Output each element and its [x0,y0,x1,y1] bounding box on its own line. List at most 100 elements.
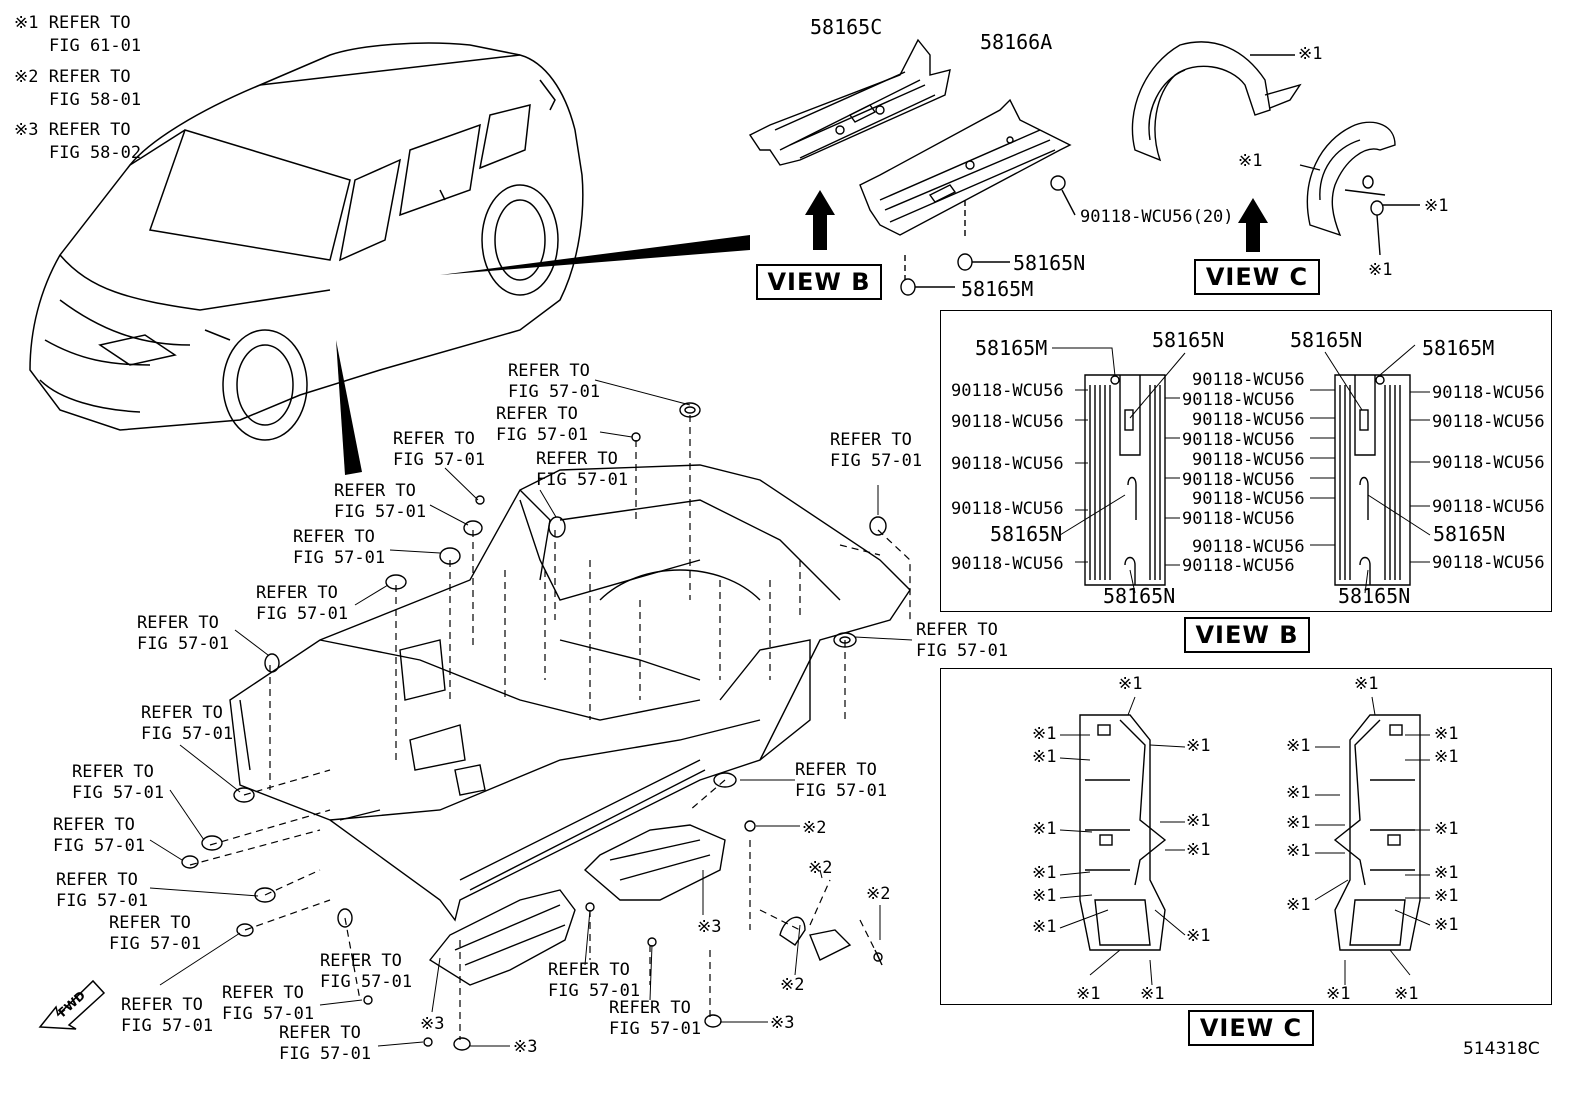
legend-fig-1: FIG 61-01 [49,36,142,56]
viewc-mark-r6: ※1 [1434,724,1459,744]
viewc-mark-r9: ※1 [1434,863,1459,883]
floor-mark-2a: ※2 [802,818,827,838]
ref-h-2: FIG 57-01 [137,634,230,654]
pointer-view-b [440,235,750,275]
ref-e-1: REFER TO [334,481,416,501]
ref-f-2: FIG 57-01 [293,548,386,568]
viewb-bolt-l2: 90118-WCU56 [951,412,1064,432]
floor-mark-3b: ※3 [420,1014,445,1034]
viewc-mark-r2: ※1 [1286,783,1311,803]
ref-p-2: FIG 57-01 [109,934,202,954]
viewb-bolt-c5: 90118-WCU56 [1182,556,1295,576]
ref-q-1: REFER TO [320,951,402,971]
view-b-label-top: VIEW B [756,264,882,300]
ref-c-1: REFER TO [393,429,475,449]
ref-l-2: FIG 57-01 [795,781,888,801]
ref-g-1: REFER TO [256,583,338,603]
mark-fender-bottom-left: ※1 [1238,151,1263,171]
ref-a-1: REFER TO [508,361,590,381]
floor-mark-2d: ※2 [780,975,805,995]
ref-o-1: REFER TO [56,870,138,890]
viewb-bolt-r4: 90118-WCU56 [1192,489,1305,509]
viewb-58165N-left-top: 58165N [1152,328,1225,352]
legend-fig-3: FIG 58-02 [49,143,142,163]
ref-k-1: REFER TO [141,703,223,723]
fwd-arrow: FWD [38,975,108,1035]
viewb-bolt-l3: 90118-WCU56 [951,454,1064,474]
ref-d-2: FIG 57-01 [536,470,629,490]
part-label-58165C: 58165C [810,15,883,39]
legend-mark-2: ※2 [14,67,39,87]
ref-s-2: FIG 57-01 [121,1016,214,1036]
viewc-mark-l-top: ※1 [1118,674,1143,694]
view-b-box [940,310,1552,612]
viewb-bolt-l4: 90118-WCU56 [951,499,1064,519]
viewc-mark-l8: ※1 [1186,811,1211,831]
legend-mark-1: ※1 [14,13,39,33]
view-c-box [940,668,1552,1005]
ref-d-1: REFER TO [536,449,618,469]
view-c-leaders [1059,696,1431,986]
viewb-bolt-c4: 90118-WCU56 [1182,509,1295,529]
floor-mark-3d: ※3 [513,1037,538,1057]
fwd-arrow-icon [38,979,106,1030]
view-c-liners [1079,714,1421,951]
diagram-id: 514318C [1463,1039,1540,1059]
viewb-58165M-right: 58165M [1422,336,1495,360]
ref-j-1: REFER TO [916,620,998,640]
ref-h-1: REFER TO [137,613,219,633]
viewb-bolt-rr5: 90118-WCU56 [1432,553,1545,573]
viewb-58165N-right-bottom: 58165N [1338,584,1411,608]
ref-i-2: FIG 57-01 [830,451,923,471]
legend-text-2: REFER TO [48,67,131,87]
viewc-mark-r7: ※1 [1434,747,1459,767]
fender-liner-bottom [1299,121,1420,256]
part-label-58165N-top: 58165N [1013,251,1086,275]
ref-t-1: REFER TO [222,983,304,1003]
ref-m-1: REFER TO [72,762,154,782]
viewc-mark-l9: ※1 [1186,840,1211,860]
fastener-clips-top [900,175,1076,296]
viewc-mark-l2: ※1 [1032,747,1057,767]
part-label-90118-20: 90118-WCU56(20) [1080,207,1234,227]
ref-b-1: REFER TO [496,404,578,424]
ref-j-2: FIG 57-01 [916,641,1009,661]
ref-s-1: REFER TO [121,995,203,1015]
viewb-bolt-c1: 90118-WCU56 [1182,390,1295,410]
view-c-arrow [1238,198,1268,252]
ref-p-1: REFER TO [109,913,191,933]
floor-leader-lines [189,415,911,1040]
viewc-mark-l6: ※1 [1032,917,1057,937]
viewc-mark-r10: ※1 [1434,886,1459,906]
viewc-mark-r3: ※1 [1286,813,1311,833]
viewc-mark-r8: ※1 [1434,819,1459,839]
viewc-mark-r12: ※1 [1326,984,1351,1004]
legend-fig-2: FIG 58-01 [49,90,142,110]
viewc-mark-r4: ※1 [1286,841,1311,861]
viewc-mark-l10: ※1 [1186,926,1211,946]
ref-v-1: REFER TO [279,1023,361,1043]
ref-m-2: FIG 57-01 [72,783,165,803]
viewc-mark-r11: ※1 [1434,915,1459,935]
viewb-bolt-c3: 90118-WCU56 [1182,470,1295,490]
viewb-58165N-right-top: 58165N [1290,328,1363,352]
viewc-mark-l7: ※1 [1186,736,1211,756]
legend-text-3: REFER TO [48,120,131,140]
view-b-panels [1084,374,1411,586]
viewc-mark-l3: ※1 [1032,819,1057,839]
undercover-58165C [748,38,951,166]
viewb-58165N-left-bottom: 58165N [1103,584,1176,608]
viewb-bolt-l5: 90118-WCU56 [951,554,1064,574]
part-label-58166A: 58166A [980,30,1053,54]
ref-l-1: REFER TO [795,760,877,780]
heat-insulator-right [583,824,726,901]
pointer-floor [336,340,362,475]
ref-f-1: REFER TO [293,527,375,547]
floor-label-leaders [149,379,913,1047]
ref-c-2: FIG 57-01 [393,450,486,470]
view-b-arrow [805,190,835,250]
viewb-58165N-left-mid: 58165N [990,522,1063,546]
view-b-leaders [1052,344,1431,594]
